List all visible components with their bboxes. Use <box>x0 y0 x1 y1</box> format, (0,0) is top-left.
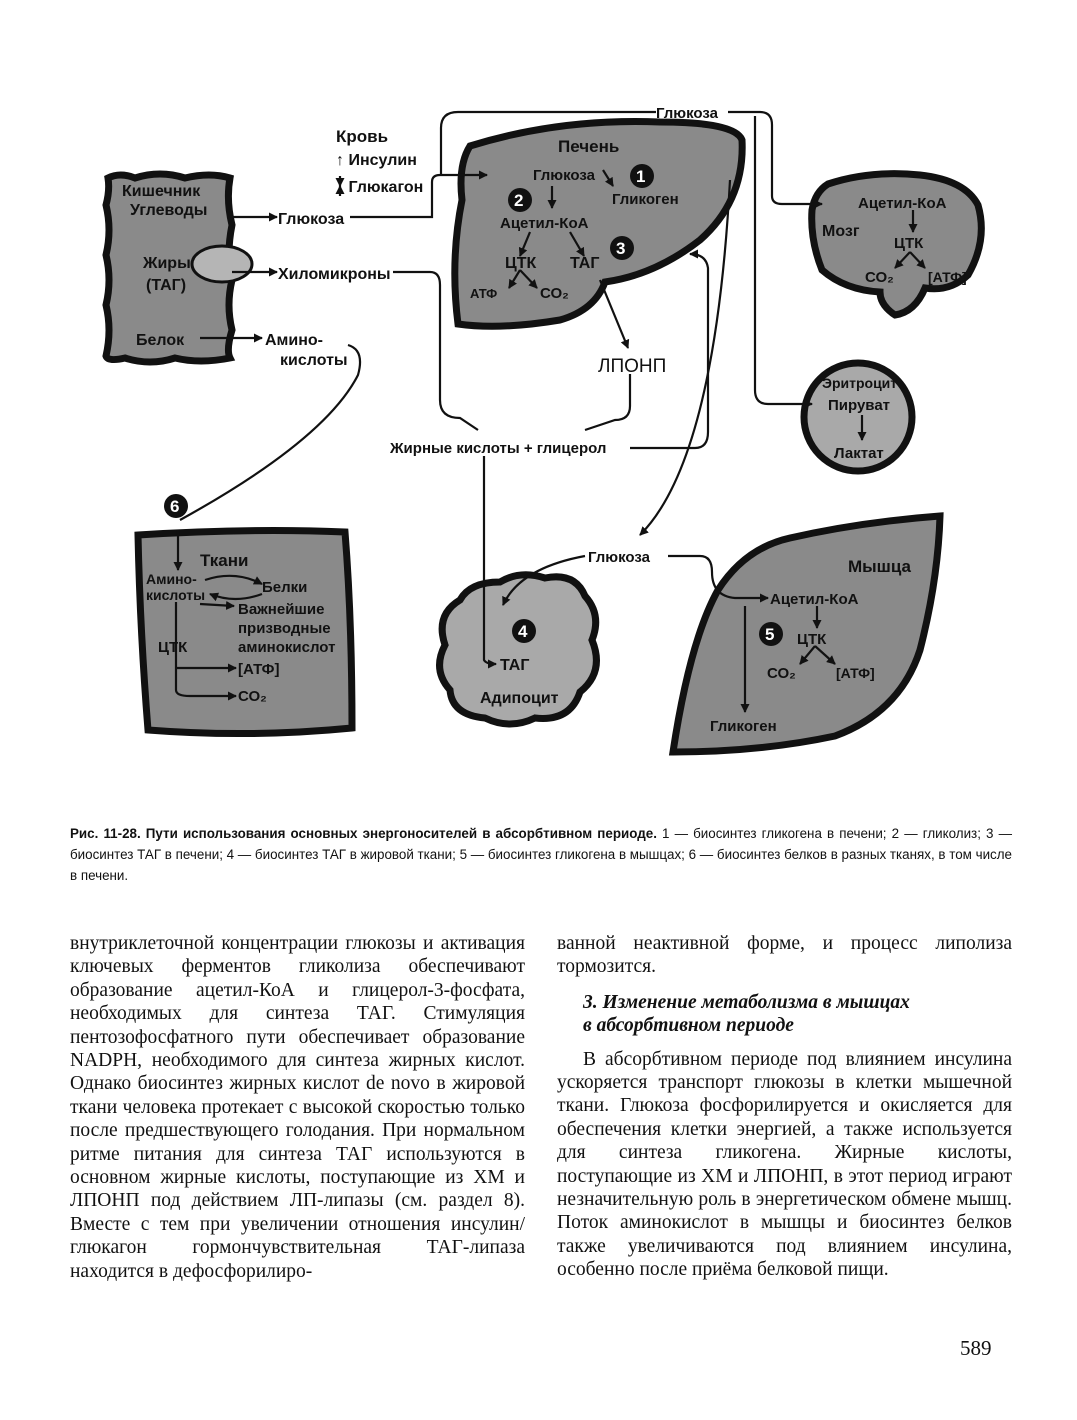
liver-glucose: Глюкоза <box>533 167 596 184</box>
brain-acetyl: Ацетил-КоА <box>858 195 947 212</box>
tissues-tca: ЦТК <box>158 639 188 656</box>
badge-6: 6 <box>164 494 188 518</box>
rbc-pyruvate: Пируват <box>828 397 890 414</box>
figure-caption: Рис. 11-28. Пути использования основных … <box>70 823 1012 886</box>
tissues-amino-1: Амино- <box>146 571 197 587</box>
glucagon-label: ↓ Глюкагон <box>336 179 423 196</box>
glucose-lower-label: Глюкоза <box>588 549 651 566</box>
chylomicrons-label: Хиломикроны <box>278 266 391 283</box>
muscle-title: Мышца <box>848 557 912 576</box>
section-title-line-1: 3. Изменение метаболизма в мышцах <box>583 992 910 1013</box>
caption-label: Рис. 11-28. Пути использования основных … <box>70 826 657 841</box>
tissues-deriv-1: Важнейшие <box>238 601 325 618</box>
liver-acetyl: Ацетил-КоА <box>500 215 589 232</box>
liver-atp: АТФ <box>470 286 497 301</box>
insulin-label: ↑ Инсулин <box>336 152 417 169</box>
tissues-atp: [АТФ] <box>238 661 279 678</box>
svg-text:4: 4 <box>518 622 528 641</box>
fats-label: Жиры <box>142 255 191 272</box>
metabolism-diagram: Кровь ↑ Инсулин ↓ Глюкагон Кишечник Угле… <box>0 0 1077 800</box>
amino-label-2: кислоты <box>280 352 348 369</box>
left-column-text: внутриклеточной концентрации глюкозы и а… <box>70 932 525 1283</box>
liver-tca: ЦТК <box>505 255 536 272</box>
page-number: 589 <box>960 1336 992 1361</box>
fatty-acids-label: Жирные кислоты + глицерол <box>389 440 606 457</box>
badge-3: 3 <box>610 236 634 260</box>
liver-tag: ТАГ <box>570 255 599 272</box>
badge-1: 1 <box>630 164 654 188</box>
blood-title: Кровь <box>336 127 388 146</box>
glucose-top-label: Глюкоза <box>656 105 719 122</box>
svg-text:2: 2 <box>514 191 523 210</box>
adipocyte-title: Адипоцит <box>480 690 559 707</box>
liver-co2: СО₂ <box>540 285 569 302</box>
svg-text:5: 5 <box>765 625 774 644</box>
svg-text:6: 6 <box>170 497 179 516</box>
liver-title: Печень <box>558 137 619 156</box>
glucose-blood-label: Глюкоза <box>278 211 344 228</box>
carbs-label: Углеводы <box>130 202 207 219</box>
muscle-tca: ЦТК <box>797 631 827 648</box>
adipocyte-tag: ТАГ <box>500 657 529 674</box>
left-column: внутриклеточной концентрации глюкозы и а… <box>70 932 525 1283</box>
amino-label-1: Амино- <box>265 332 323 349</box>
badge-4: 4 <box>512 619 536 643</box>
vldl-label: ЛПОНП <box>598 356 666 377</box>
muscle-glycogen: Гликоген <box>710 718 777 735</box>
fats-tag-label: (ТАГ) <box>146 277 186 294</box>
brain-tca: ЦТК <box>894 235 924 252</box>
tissues-amino-2: кислоты <box>146 587 205 603</box>
rbc-title: Эритроцит <box>822 375 897 391</box>
rbc-lactate: Лактат <box>834 445 884 462</box>
section-heading: 3. Изменение метаболизма в мышцах в абсо… <box>583 991 1012 1038</box>
badge-2: 2 <box>508 188 532 212</box>
brain-title: Мозг <box>822 223 860 240</box>
tissues-proteins: Белки <box>262 579 307 596</box>
liver-glycogen: Гликоген <box>612 191 679 208</box>
section-title-line-2: в абсорбтивном периоде <box>583 1015 794 1036</box>
protein-label: Белок <box>136 332 185 349</box>
tissues-co2: СО₂ <box>238 688 267 705</box>
muscle-atp: [АТФ] <box>836 665 875 681</box>
svg-text:3: 3 <box>616 239 625 258</box>
brain-atp: [АТФ] <box>928 269 967 285</box>
tissues-title: Ткани <box>200 551 248 570</box>
muscle-co2: СО₂ <box>767 665 796 682</box>
right-continuation: ванной неактивной форме, и процесс липол… <box>557 932 1012 979</box>
badge-5: 5 <box>759 622 783 646</box>
right-column: ванной неактивной форме, и процесс липол… <box>557 932 1012 1282</box>
tissues-deriv-2: призводные <box>238 620 331 637</box>
fat-blob <box>192 246 252 282</box>
muscle-acetyl: Ацетил-КоА <box>770 591 859 608</box>
intestine-title: Кишечник <box>122 183 201 200</box>
right-paragraph: В абсорбтивном периоде под влиянием инсу… <box>557 1048 1012 1282</box>
brain-co2: СО₂ <box>865 269 894 286</box>
svg-text:1: 1 <box>636 167 645 186</box>
tissues-deriv-3: аминокислот <box>238 639 335 656</box>
